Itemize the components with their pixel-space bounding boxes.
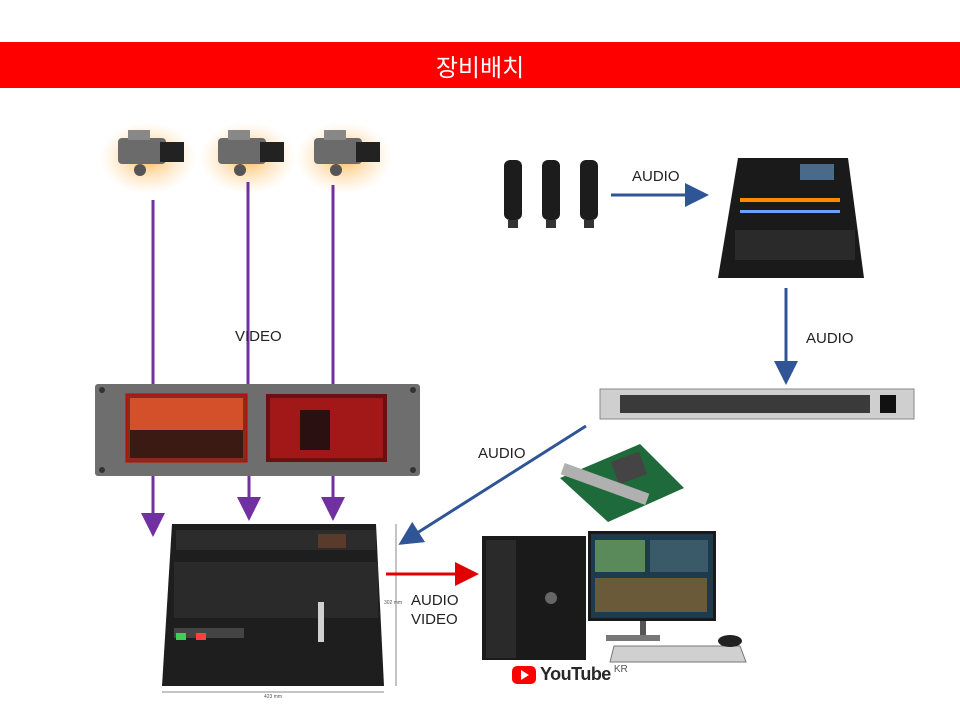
- title-banner: 장비배치: [0, 42, 960, 88]
- youtube-play-icon: [512, 665, 536, 684]
- output-audio-label: AUDIO: [411, 592, 459, 609]
- camera-1: [100, 122, 196, 194]
- youtube-region-text: KR: [613, 664, 628, 675]
- pc-tower: [482, 536, 586, 660]
- audio-label-diagonal: AUDIO: [478, 445, 526, 462]
- audio-mixer: [718, 158, 864, 278]
- keyboard-mouse: [609, 635, 747, 663]
- video-label: VIDEO: [235, 328, 282, 345]
- page-title: 장비배치: [435, 53, 525, 82]
- audio-label-mics: AUDIO: [632, 168, 680, 185]
- pc-monitor: [588, 531, 716, 641]
- output-video-label: VIDEO: [411, 611, 458, 628]
- capture-card: [560, 444, 684, 522]
- microphones: [504, 160, 598, 228]
- production-switcher: [162, 524, 384, 686]
- audio-label-mixer: AUDIO: [806, 330, 854, 347]
- switcher-width-label: 423 mm: [264, 694, 283, 700]
- switcher-height-label: 302 mm: [384, 600, 403, 606]
- audio-arrow-to-switcher: [398, 424, 587, 545]
- youtube-brand-text: YouTube: [540, 664, 611, 684]
- youtube-logo: YouTube KR: [512, 664, 628, 685]
- audio-rack-unit: [599, 388, 915, 420]
- camera-2: [200, 122, 296, 194]
- rack-monitor: [95, 384, 420, 476]
- camera-3: [296, 122, 392, 194]
